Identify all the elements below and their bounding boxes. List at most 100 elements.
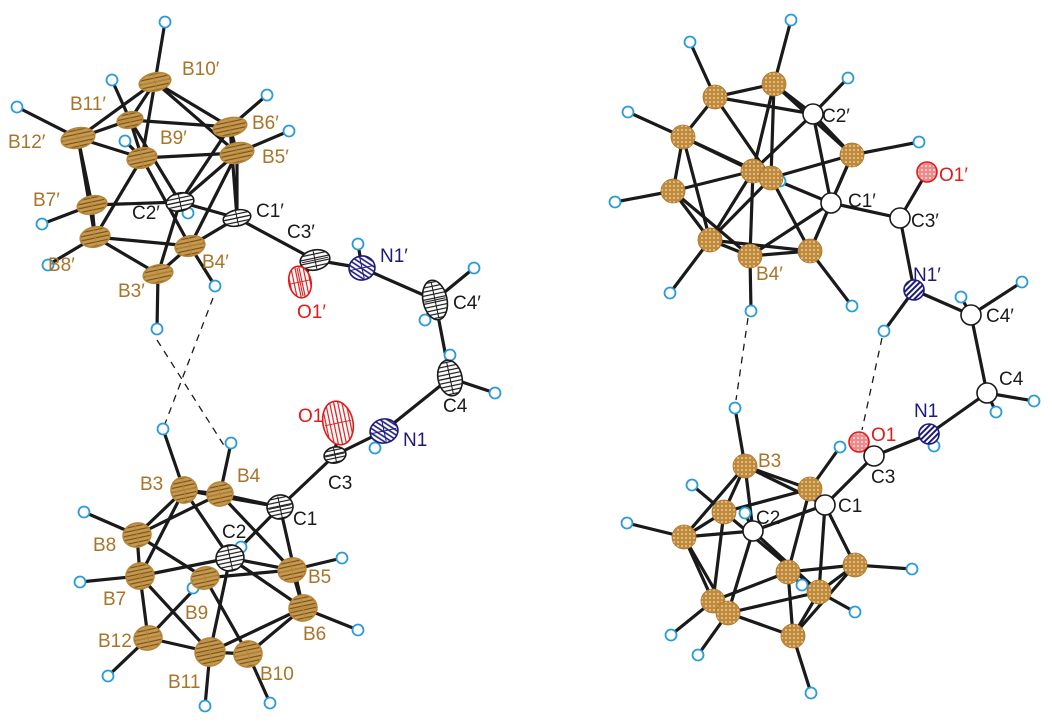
hydrogen-atom [954,290,968,304]
atom-label: C4 [999,369,1024,390]
hydrogen-atom [620,516,634,530]
atom-label: B3′ [118,281,145,302]
ellipsoid-axis [430,282,440,318]
hydrogen-atom [1027,394,1041,408]
atom-rbn [775,559,801,585]
ellipsoid-axis [333,447,337,463]
atom-rb4p [737,243,763,269]
hydrogen-atom [744,304,758,318]
bond [711,510,726,603]
atom-rbo [806,579,832,605]
atom-label: C2 [222,522,246,543]
atom-label: B8′ [48,255,75,276]
hydrogen-atom [877,324,891,338]
atom-label: B3 [758,451,781,472]
atom-rc1p [820,192,842,214]
atom-rbf [758,165,784,191]
hydrogen-atom [105,73,119,87]
atom-rbd [839,142,865,168]
bond [93,235,192,248]
atom-label: B6′ [252,113,279,134]
atom-label: O1 [298,406,323,427]
atom-label: B5 [308,567,331,588]
ellipsoid-axis [277,496,283,518]
atom-rbb [761,71,787,97]
bond [829,201,902,220]
atom-label: C4′ [986,306,1014,327]
ellipsoid-axis [128,112,132,128]
hydrogen-atom [1015,275,1029,289]
atom-label: C3 [871,467,895,488]
ellipsoid-axis [446,362,454,394]
hydrogen-atom [73,575,87,589]
atom-label: C3 [328,473,352,494]
bond [188,151,239,248]
ellipsoid-axis [139,149,145,167]
bond [713,95,815,116]
bond [769,82,776,180]
hydrogen-atom [685,478,699,492]
atom-rbq [715,600,741,626]
atom-rn1p [903,279,925,301]
atom-label: B10′ [182,59,220,80]
ellipsoid-axis [217,483,223,505]
bond [769,176,812,253]
bond [671,189,752,258]
hydrogen-atom [418,313,432,327]
hydrogen-atom [912,135,926,149]
atom-label: C4′ [453,293,481,314]
ellipsoid-axis [381,420,387,442]
ellipsoid-axis [152,73,158,91]
bond [138,488,186,578]
atom-label: C4 [443,396,468,417]
bond [751,112,815,173]
hydrogen-atom [351,237,365,251]
atom-label: C1 [838,496,862,517]
atom-rc4p [960,304,982,326]
hydrogen-atom [351,623,365,637]
ellipsoid-axis [359,257,365,279]
bond [927,391,989,436]
hydrogen-atom [224,436,238,450]
hydrogen-atom [282,124,296,138]
atom-rc3p [889,207,911,229]
bond [726,529,755,615]
hydrogen-atom [621,105,635,119]
bond [178,125,232,204]
atom-rc2p [802,103,824,125]
atom-rbl [671,524,697,550]
atom-rbg [660,178,686,204]
bond [138,556,232,578]
atom-label: B9′ [160,128,187,149]
bond [969,313,989,395]
ellipsoid-axis [177,193,183,211]
atom-rb3 [732,453,758,479]
hydrogen-atom [738,506,752,520]
hydrogen-atom [905,562,919,576]
atom-label: B7 [103,589,126,610]
bond [128,118,232,129]
atom-rn1 [918,423,940,445]
atom-label: B6 [303,624,326,645]
hydrogen-atom [683,35,697,49]
bond [751,82,776,173]
atom-label: C2′ [132,203,160,224]
hydrogen-atom [784,13,798,27]
ellipsoid-axis [134,524,140,546]
atom-label: B9 [185,603,208,624]
atom-label: C1′ [848,191,876,212]
ellipsoid-axis [206,639,214,665]
ellipsoid-axis [92,228,98,246]
atom-label: B11′ [70,94,106,115]
atom-rbi [797,238,823,264]
hydrogen-atom [260,88,274,102]
bond [811,112,833,205]
ellipsoid-axis [89,196,95,214]
ellipsoid-axis [155,265,161,283]
bond [135,492,222,537]
atom-ro1 [848,431,870,453]
atom-rc4 [976,382,998,404]
bond [708,238,812,253]
hydrogen-atom [198,699,212,713]
atom-label: N1′ [380,246,408,267]
